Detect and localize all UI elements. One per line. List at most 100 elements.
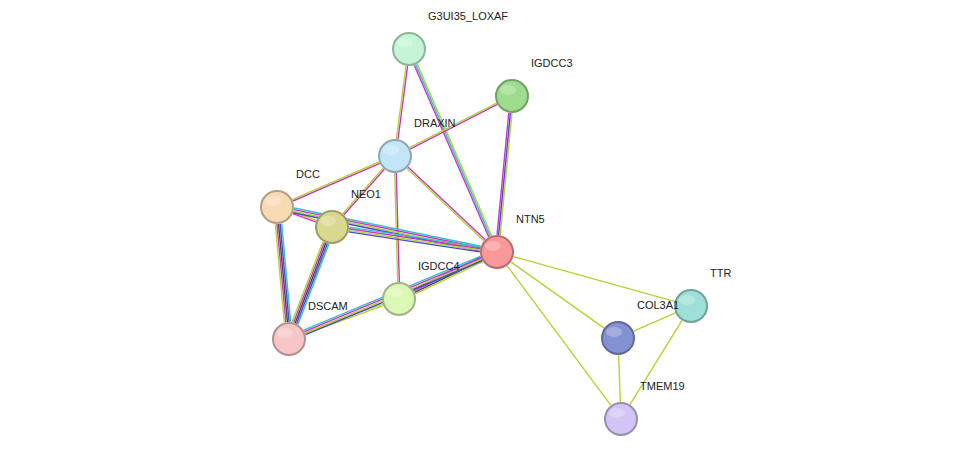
node-circle — [604, 402, 638, 436]
evidence-line — [511, 262, 604, 328]
evidence-line — [416, 65, 490, 237]
node-highlight — [485, 241, 501, 251]
node-highlight — [265, 196, 281, 206]
protein-node: IGDCC4 — [382, 282, 416, 316]
node-highlight — [320, 216, 336, 226]
interaction-edge — [343, 168, 385, 215]
node-circle — [495, 79, 529, 113]
protein-node: TMEM19 — [604, 402, 638, 436]
evidence-line — [407, 168, 484, 241]
interaction-edge — [348, 227, 480, 252]
evidence-line — [398, 66, 408, 139]
protein-label: NEO1 — [351, 188, 381, 201]
protein-node: IGDCC3 — [495, 79, 529, 113]
protein-label: TTR — [710, 267, 731, 280]
protein-label: IGDCC4 — [418, 260, 460, 273]
protein-node: DRAXIN — [378, 139, 412, 173]
interaction-edge — [396, 66, 407, 139]
evidence-line — [634, 313, 676, 331]
node-highlight — [609, 408, 625, 418]
evidence-line — [343, 168, 383, 214]
evidence-line — [304, 256, 481, 330]
evidence-line — [410, 103, 497, 147]
evidence-line — [395, 173, 398, 282]
node-fill — [675, 290, 707, 322]
node-highlight — [679, 295, 695, 305]
interaction-edge — [410, 103, 497, 149]
evidence-line — [414, 65, 488, 237]
node-fill — [261, 191, 293, 223]
evidence-line — [507, 266, 611, 406]
evidence-line — [277, 224, 286, 322]
node-circle — [272, 322, 306, 356]
node-fill — [316, 211, 348, 243]
evidence-line — [306, 261, 483, 335]
protein-node: NEO1 — [315, 210, 349, 244]
interaction-edge — [304, 256, 482, 334]
node-highlight — [383, 145, 399, 155]
protein-node: G3UI35_LOXAF — [392, 32, 426, 66]
interaction-edge — [395, 173, 400, 282]
protein-label: DRAXIN — [414, 117, 456, 130]
node-circle — [480, 235, 514, 269]
node-highlight — [397, 38, 413, 48]
evidence-line — [304, 258, 481, 332]
protein-label: NTN5 — [516, 213, 545, 226]
node-fill — [383, 283, 415, 315]
evidence-line — [348, 232, 479, 252]
protein-label: G3UI35_LOXAF — [428, 10, 508, 23]
evidence-line — [305, 259, 482, 333]
node-fill — [496, 80, 528, 112]
interaction-edge — [634, 313, 676, 331]
node-circle — [601, 321, 635, 355]
node-fill — [379, 140, 411, 172]
node-circle — [392, 32, 426, 66]
evidence-line — [408, 167, 485, 240]
evidence-line — [344, 169, 384, 215]
node-highlight — [387, 288, 403, 298]
evidence-line — [513, 257, 674, 302]
protein-label: IGDCC3 — [531, 57, 573, 70]
evidence-line — [500, 113, 512, 235]
interaction-edge — [511, 262, 604, 328]
protein-label: DSCAM — [308, 300, 348, 313]
node-highlight — [277, 328, 293, 338]
protein-node: COL3A1 — [601, 321, 635, 355]
evidence-line — [396, 66, 406, 139]
node-fill — [602, 322, 634, 354]
node-fill — [273, 323, 305, 355]
evidence-line — [349, 227, 480, 247]
node-highlight — [606, 327, 622, 337]
evidence-line — [294, 210, 481, 248]
evidence-line — [497, 113, 509, 235]
evidence-line — [349, 230, 480, 250]
evidence-line — [275, 224, 284, 322]
interaction-edge — [513, 257, 674, 302]
interaction-edge — [407, 167, 485, 241]
node-circle — [315, 210, 349, 244]
evidence-line — [619, 355, 621, 402]
node-fill — [605, 403, 637, 435]
evidence-line — [499, 113, 511, 235]
protein-label: DCC — [296, 168, 320, 181]
interaction-edge — [619, 355, 621, 402]
evidence-line — [349, 229, 480, 249]
protein-label: TMEM19 — [640, 380, 685, 393]
evidence-line — [294, 208, 481, 246]
interaction-edge — [275, 224, 290, 323]
evidence-line — [410, 104, 497, 148]
node-highlight — [500, 85, 516, 95]
node-circle — [260, 190, 294, 224]
node-fill — [393, 33, 425, 65]
evidence-line — [298, 244, 329, 324]
protein-node: DCC — [260, 190, 294, 224]
interaction-edge — [497, 113, 512, 235]
node-circle — [382, 282, 416, 316]
node-fill — [481, 236, 513, 268]
protein-node: DSCAM — [272, 322, 306, 356]
protein-node: NTN5 — [480, 235, 514, 269]
protein-label: COL3A1 — [637, 299, 679, 312]
node-circle — [378, 139, 412, 173]
interaction-edge — [507, 266, 611, 406]
